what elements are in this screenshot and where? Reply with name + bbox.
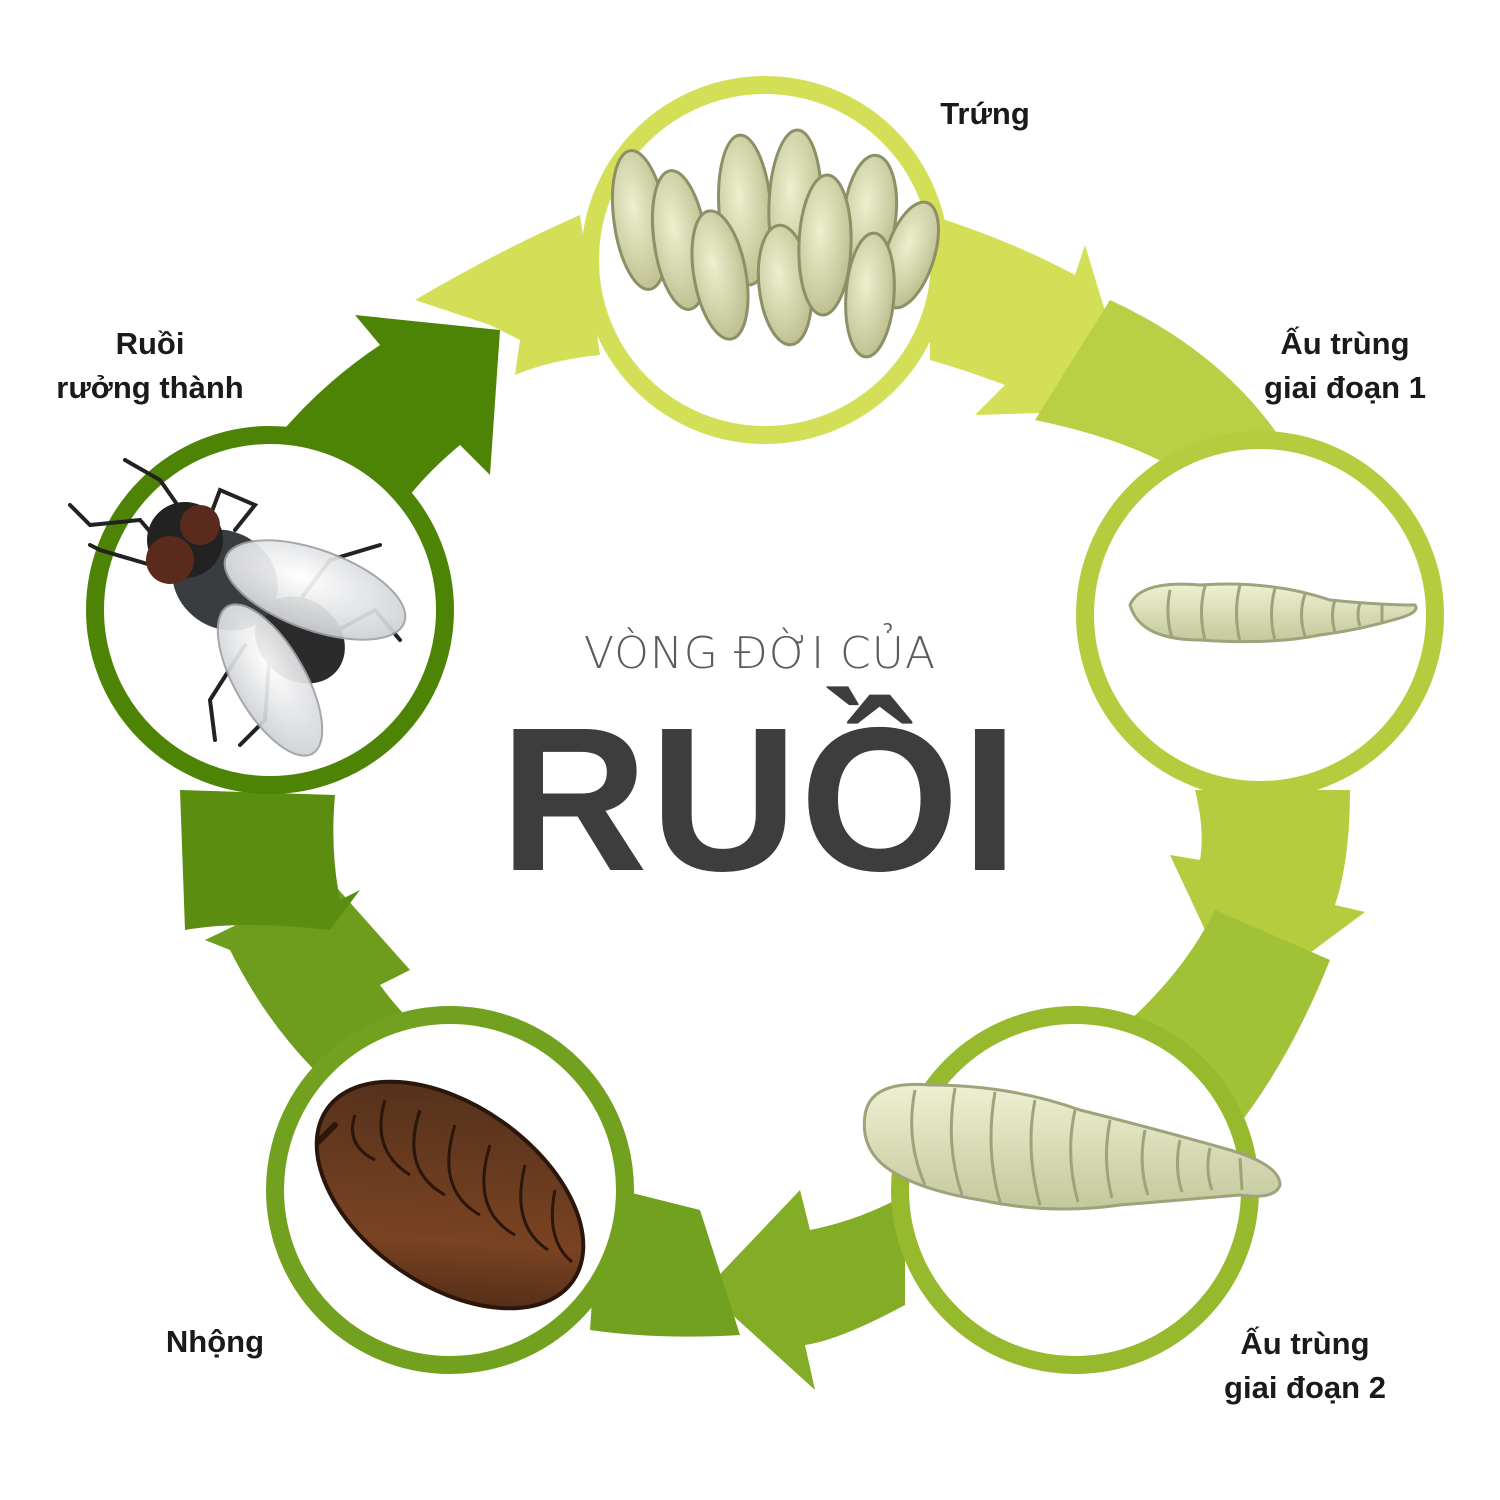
eggs-illustration: [610, 128, 940, 359]
arrow-adult-to-egg-left: [180, 790, 360, 930]
arrow-into-egg: [415, 215, 600, 375]
stage-label-pupa: Nhộng: [130, 1320, 300, 1364]
fly-illustration: [68, 458, 407, 757]
stage-label-adult: Ruồi rưởng thành: [30, 322, 270, 410]
stage-label-larva1-line2: giai đoạn 1: [1264, 370, 1426, 405]
stage-label-larva1: Ấu trùng giai đoạn 1: [1225, 322, 1465, 410]
pupa-illustration: [314, 1079, 586, 1311]
arrow-larva2-to-pupa-upper: [1130, 910, 1330, 1130]
stage-label-larva1-line1: Ấu trùng: [1280, 326, 1410, 361]
title-main: RUỒI: [499, 685, 1021, 914]
title-subtitle: VÒNG ĐỜI CỦA: [583, 628, 937, 679]
stage-label-pupa-line1: Nhộng: [165, 1324, 265, 1359]
larva1-illustration: [1128, 582, 1418, 644]
stage-label-larva2-line1: Ấu trùng: [1240, 1326, 1370, 1361]
stage-label-adult-line2: rưởng thành: [56, 370, 244, 405]
stage-label-larva2-line2: giai đoạn 2: [1224, 1370, 1386, 1405]
stage-label-egg: Trứng: [880, 92, 1090, 136]
stage-label-adult-line1: Ruồi: [115, 326, 185, 361]
stage-label-larva2: Ấu trùng giai đoạn 2: [1185, 1322, 1425, 1410]
stage-label-egg-line1: Trứng: [940, 96, 1030, 131]
larva2-illustration: [862, 1082, 1282, 1211]
arrow-larva2-to-pupa: [705, 1190, 905, 1390]
